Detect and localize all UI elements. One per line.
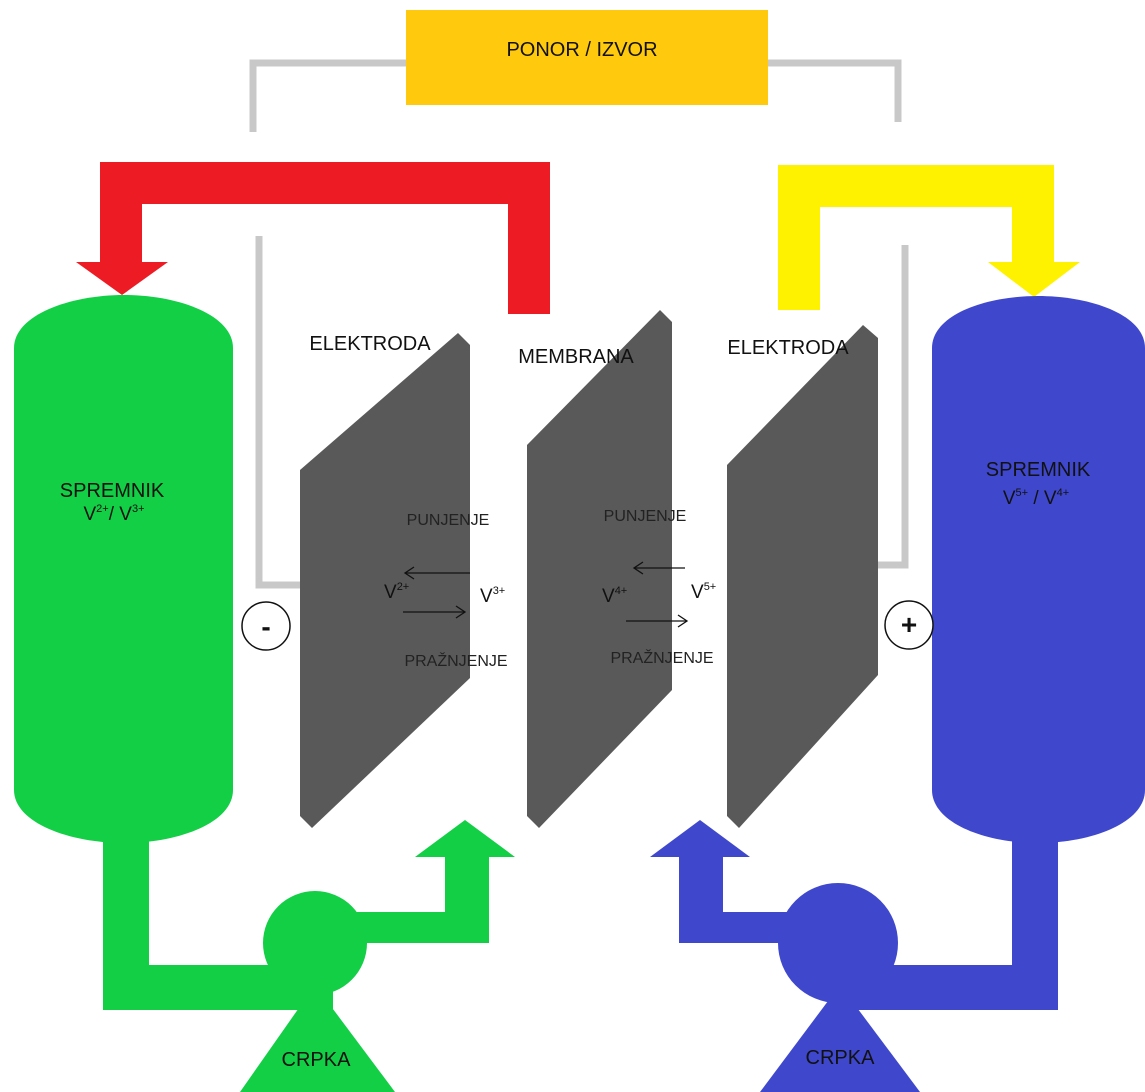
tank-left-title: SPREMNIK [60, 480, 165, 502]
red-flow-pipe [76, 162, 550, 314]
right-discharge-label: PRAŽNJENJE [610, 648, 713, 667]
pump-left-label: CRPKA [282, 1049, 352, 1071]
tank-right [932, 296, 1145, 843]
left-charge-label: PUNJENJE [407, 512, 490, 529]
electrode-right-plate [727, 325, 878, 828]
wire-top-right [768, 59, 902, 122]
terminal-positive: + [884, 600, 934, 650]
pump-left-assembly [103, 820, 515, 1092]
wire-negative [255, 236, 300, 589]
yellow-flow-pipe [778, 165, 1080, 310]
pump-left-base [240, 985, 395, 1092]
left-ion-v2: V2+ [384, 581, 409, 603]
membrane-label: MEMBRANA [518, 346, 634, 368]
electrode-right-label: ELEKTRODA [727, 337, 849, 359]
wire-positive [878, 245, 909, 569]
electrode-left-label: ELEKTRODA [309, 333, 431, 355]
pump-right-label: CRPKA [806, 1047, 876, 1069]
tank-right-title: SPREMNIK [986, 459, 1091, 481]
power-source-box: PONOR / IZVOR [406, 10, 768, 105]
pump-left-body [263, 891, 367, 995]
electrode-left-plate [300, 333, 470, 828]
membrane-plate [527, 310, 672, 828]
right-discharge-arrow [626, 614, 689, 628]
pump-right-body [778, 883, 898, 1003]
right-ion-v5: V5+ [691, 581, 716, 603]
left-ion-v3: V3+ [480, 585, 505, 607]
right-charge-arrow [632, 561, 685, 575]
red-arrow-head [76, 262, 168, 295]
terminal-negative: - [241, 601, 291, 651]
right-charge-label: PUNJENJE [604, 508, 687, 525]
right-ion-v4: V4+ [602, 585, 627, 607]
pump-right-assembly [650, 820, 1058, 1092]
tank-left [14, 295, 233, 843]
tank-left-species: V2+/ V3+ [83, 503, 144, 525]
pump-left-return-arrow [415, 820, 515, 857]
terminal-positive-sign: + [901, 609, 917, 640]
terminal-negative-sign: - [261, 611, 270, 642]
left-discharge-label: PRAŽNJENJE [404, 651, 507, 670]
wire-top-left [249, 59, 406, 132]
power-source-rect [406, 10, 768, 105]
left-charge-arrow [403, 566, 470, 580]
pump-right-return-arrow [650, 820, 750, 857]
yellow-arrow-head [988, 262, 1080, 297]
pump-right-base [760, 985, 920, 1092]
external-circuit-wires [249, 59, 909, 589]
left-discharge-arrow [403, 605, 467, 619]
tank-right-species: V5+ / V4+ [1003, 487, 1069, 509]
power-source-label: PONOR / IZVOR [506, 39, 657, 61]
